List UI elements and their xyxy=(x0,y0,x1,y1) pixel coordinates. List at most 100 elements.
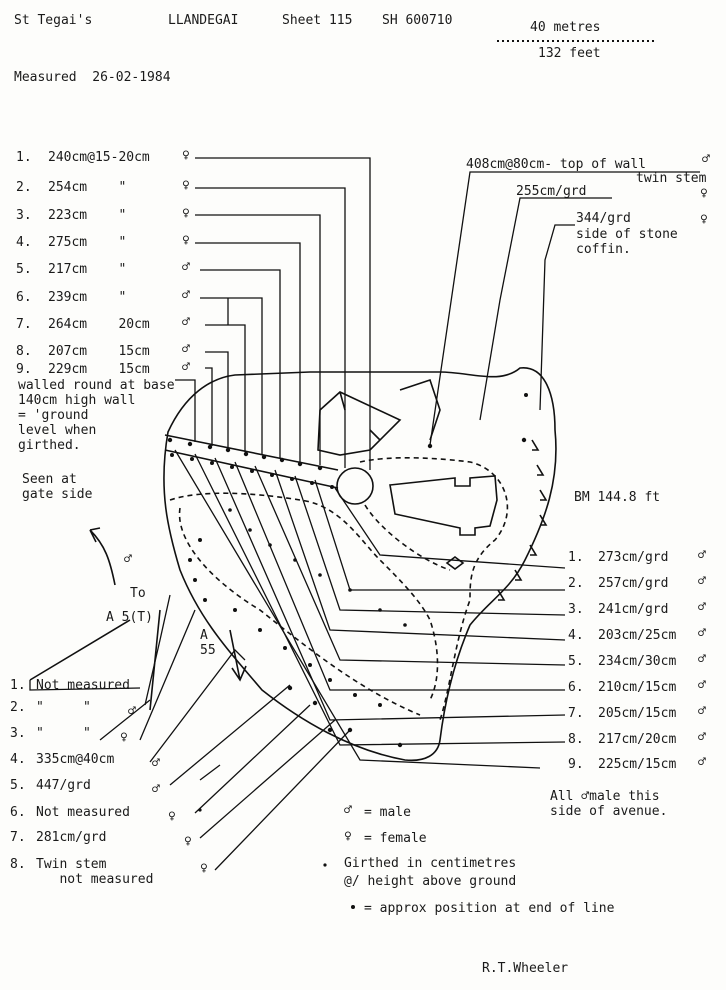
top-left-tree-number: 9. xyxy=(16,362,32,377)
right-tree-sex: ♂ xyxy=(698,574,706,589)
bottom-left-tree-label: Twin stem not measured xyxy=(36,857,154,887)
right-tree-number: 5. xyxy=(568,654,584,669)
outer-dashed-path xyxy=(169,492,439,701)
wall-structure xyxy=(317,391,402,456)
bottom-left-tree-number: 7. xyxy=(10,830,26,845)
road-label-to: To xyxy=(130,586,146,601)
avenue-edge-top xyxy=(164,434,339,471)
bottom-left-tree-label: 281cm/grd xyxy=(36,830,107,845)
top-left-tree-girth: 254cm " xyxy=(48,180,127,195)
bottom-left-tree-label: Not measured xyxy=(36,678,130,693)
top-left-tree-sex: ♀ xyxy=(182,178,190,193)
top-left-tree-number: 1. xyxy=(16,150,32,165)
top-left-tree-number: 5. xyxy=(16,262,32,277)
right-tree-girth: 203cm/25cm xyxy=(598,628,677,643)
scale-feet: 132 feet xyxy=(538,46,601,61)
top-left-tree-girth: 217cm " xyxy=(48,262,127,277)
right-tree-sex: ♂ xyxy=(698,755,706,770)
top-left-tree-sex: ♂ xyxy=(182,342,190,357)
top-right-tree-1-note: twin stem xyxy=(636,171,707,186)
top-left-tree-number: 4. xyxy=(16,235,32,250)
right-tree-sex: ♂ xyxy=(698,730,706,745)
inner-path-2 xyxy=(364,504,451,571)
right-tree-number: 4. xyxy=(568,628,584,643)
tree-dots xyxy=(167,393,528,867)
right-tree-number: 6. xyxy=(568,680,584,695)
bottom-left-tree-sex: ♂ xyxy=(152,782,160,797)
right-tree-number: 2. xyxy=(568,576,584,591)
right-tree-number: 1. xyxy=(568,550,584,565)
benchmark: BM 144.8 ft xyxy=(574,490,661,505)
parish-name: LLANDEGAI xyxy=(168,13,239,28)
inner-path xyxy=(359,457,509,721)
a55-arrow xyxy=(229,629,247,682)
bottom-left-tree-sex: ♀ xyxy=(200,861,208,876)
top-right-tree-2-sex: ♀ xyxy=(700,186,708,201)
road-arrow xyxy=(89,527,116,586)
right-tree-sex: ♂ xyxy=(698,704,706,719)
right-tree-girth: 225cm/15cm xyxy=(598,757,677,772)
top-right-tree-3: 344/grd xyxy=(576,211,631,226)
bottom-left-tree-number: 5. xyxy=(10,778,26,793)
road-label-a55: A 55 xyxy=(200,628,216,658)
bottom-left-tree-number: 4. xyxy=(10,752,26,767)
top-right-tree-3-sex: ♀ xyxy=(700,212,708,227)
top-left-tree-sex: ♂ xyxy=(182,315,190,330)
top-left-tree-number: 8. xyxy=(16,344,32,359)
right-tree-sex: ♂ xyxy=(698,626,706,641)
legend-female-symbol: ♀ xyxy=(344,829,352,844)
top-left-tree-girth: 207cm 15cm xyxy=(48,344,150,359)
top-right-tree-1: 408cm@80cm- top of wall xyxy=(466,157,647,172)
leader-lines-bottom-left xyxy=(29,594,351,871)
top-left-tree-sex: ♀ xyxy=(182,233,190,248)
top-left-tree-girth: 275cm " xyxy=(48,235,127,250)
legend-girthed: Girthed in centimetres xyxy=(344,856,517,871)
bottom-left-tree-sex: ♂ xyxy=(152,756,160,771)
bottom-left-tree-label: Not measured xyxy=(36,805,130,820)
church-name: St Tegai's xyxy=(14,13,93,28)
legend-male-symbol: ♂ xyxy=(344,803,352,818)
top-right-tree-2: 255cm/grd xyxy=(516,184,587,199)
road-edge xyxy=(29,609,161,711)
right-tree-number: 7. xyxy=(568,706,584,721)
churchyard-boundary xyxy=(163,367,557,762)
bottom-left-tree-label: 335cm@40cm xyxy=(36,752,115,767)
legend-dot xyxy=(351,905,355,909)
walled-note: walled round at base 140cm high wall = '… xyxy=(18,378,175,453)
bottom-left-tree-number: 6. xyxy=(10,805,26,820)
author: R.T.Wheeler xyxy=(482,961,569,976)
top-right-tree-3-note: side of stone coffin. xyxy=(576,227,678,257)
right-tree-girth: 205cm/15cm xyxy=(598,706,677,721)
right-tree-number: 3. xyxy=(568,602,584,617)
leader-lines-top-right xyxy=(429,171,700,446)
right-tree-sex: ♂ xyxy=(698,600,706,615)
bottom-left-tree-number: 8. xyxy=(10,857,26,872)
legend-female: = female xyxy=(364,831,427,846)
right-tree-girth: 241cm/grd xyxy=(598,602,669,617)
top-left-tree-girth: 264cm 20cm xyxy=(48,317,150,332)
bottom-left-tree-label: " " xyxy=(36,700,91,715)
right-tree-sex: ♂ xyxy=(698,548,706,563)
top-right-tree-1-sex: ♂ xyxy=(702,152,710,167)
top-left-tree-sex: ♂ xyxy=(182,360,190,375)
right-tree-girth: 273cm/grd xyxy=(598,550,669,565)
legend-height: @/ height above ground xyxy=(344,874,517,889)
bottom-left-tree-number: 3. xyxy=(10,726,26,741)
leader-lines-top-left xyxy=(175,157,371,470)
top-left-tree-sex: ♀ xyxy=(182,206,190,221)
all-male-note: All ♂male this side of avenue. xyxy=(550,789,668,819)
right-tree-girth: 210cm/15cm xyxy=(598,680,677,695)
hedge-marks xyxy=(497,439,548,601)
bottom-left-tree-label: 447/grd xyxy=(36,778,91,793)
top-left-tree-number: 3. xyxy=(16,208,32,223)
right-tree-number: 9. xyxy=(568,757,584,772)
right-tree-girth: 217cm/20cm xyxy=(598,732,677,747)
top-left-tree-number: 2. xyxy=(16,180,32,195)
legend-dot-label: = approx position at end of line xyxy=(364,901,615,916)
wall-structure-2 xyxy=(399,378,441,441)
road-tree-sex: ♂ xyxy=(124,552,132,567)
avenue-edge-bottom xyxy=(164,449,339,489)
bottom-left-tree-label: " " xyxy=(36,726,91,741)
church-building xyxy=(389,475,498,536)
